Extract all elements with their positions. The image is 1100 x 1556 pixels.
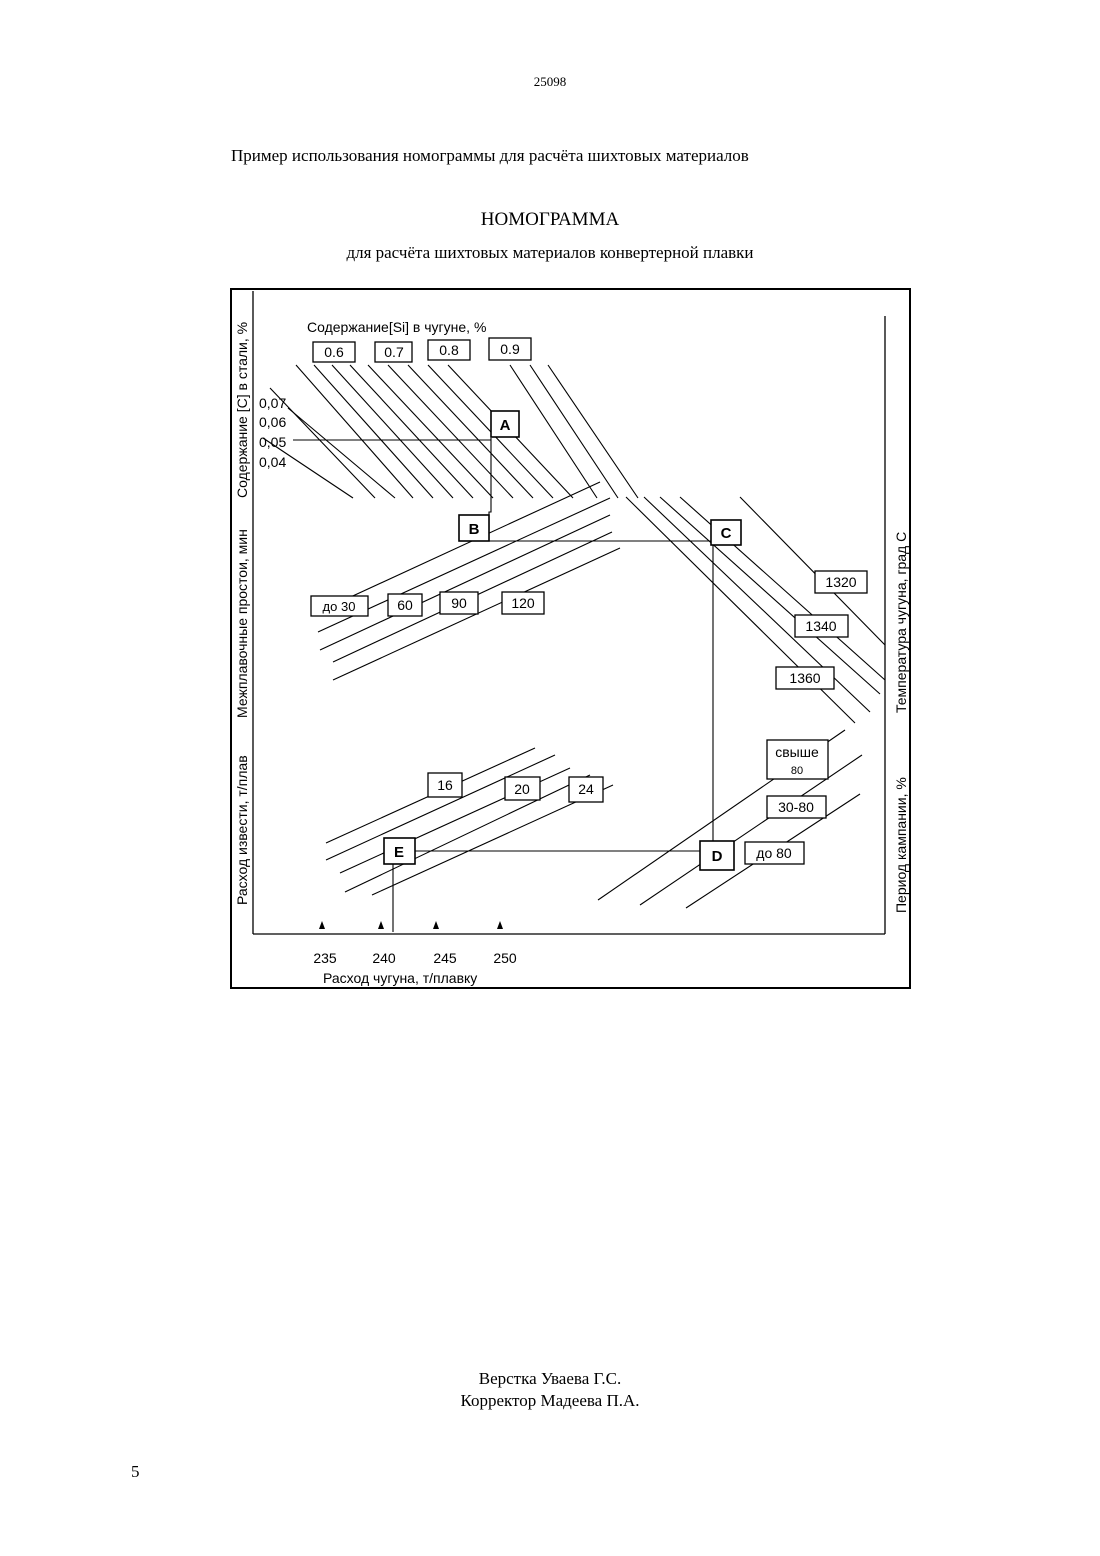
point-a: A <box>491 411 519 437</box>
solution-path <box>293 438 713 932</box>
point-b-label: B <box>469 521 480 538</box>
credit-proofreader: Корректор Мадеева П.А. <box>0 1391 1100 1411</box>
idle-lines <box>318 482 620 680</box>
carbon-axis-title: Содержание [С] в стали, % <box>234 322 250 498</box>
svg-text:24: 24 <box>578 781 594 797</box>
svg-text:20: 20 <box>514 781 530 797</box>
idle-label-30: до 30 <box>311 596 368 616</box>
si-title: Содержание[Si] в чугуне, % <box>307 319 486 335</box>
page-number: 5 <box>131 1462 140 1482</box>
lime-label-20: 20 <box>505 777 540 800</box>
carbon-tick-006: 0,06 <box>259 414 286 430</box>
svg-text:свыше: свыше <box>775 744 819 760</box>
lime-label-24: 24 <box>569 777 603 802</box>
svg-text:80: 80 <box>791 765 803 777</box>
si-label-06: 0.6 <box>313 342 355 362</box>
svg-text:1360: 1360 <box>789 670 820 686</box>
iron-tick-235: 235 <box>313 950 337 966</box>
svg-text:1320: 1320 <box>825 574 856 590</box>
svg-text:1340: 1340 <box>805 618 836 634</box>
point-b: B <box>459 515 489 541</box>
svg-text:120: 120 <box>511 595 535 611</box>
si-label-08: 0.8 <box>428 340 470 360</box>
carbon-tick-007: 0,07 <box>259 395 286 411</box>
point-d: D <box>700 841 734 870</box>
point-d-label: D <box>712 848 723 865</box>
svg-text:0.6: 0.6 <box>324 344 344 360</box>
campaign-label-upto-80: до 80 <box>745 842 804 864</box>
campaign-label-30-80: 30-80 <box>767 796 826 818</box>
svg-text:0.8: 0.8 <box>439 342 459 358</box>
campaign-axis-title: Период кампании, % <box>893 777 909 913</box>
svg-text:60: 60 <box>397 597 413 613</box>
svg-text:до 80: до 80 <box>756 845 792 861</box>
point-a-label: A <box>500 417 511 434</box>
lime-lines <box>326 748 613 895</box>
iron-tick-245: 245 <box>433 950 457 966</box>
si-lines <box>263 365 638 498</box>
svg-text:16: 16 <box>437 777 453 793</box>
temperature-label-1360: 1360 <box>776 667 834 689</box>
iron-tick-arrows <box>319 921 503 929</box>
point-c: C <box>711 520 741 545</box>
figure-frame <box>231 289 910 988</box>
idle-label-60: 60 <box>388 594 422 616</box>
svg-text:90: 90 <box>451 595 467 611</box>
temperature-label-1320: 1320 <box>815 571 867 593</box>
si-label-09: 0.9 <box>489 338 531 360</box>
temperature-lines <box>626 497 885 723</box>
temperature-axis-title: Температура чугуна, град С <box>893 532 909 713</box>
idle-label-90: 90 <box>440 592 478 614</box>
point-c-label: C <box>721 525 732 542</box>
idle-label-120: 120 <box>502 592 544 614</box>
svg-text:0.9: 0.9 <box>500 341 520 357</box>
credit-layout: Верстка Уваева Г.С. <box>0 1369 1100 1389</box>
iron-tick-250: 250 <box>493 950 517 966</box>
iron-tick-240: 240 <box>372 950 396 966</box>
point-e: E <box>384 838 415 864</box>
iron-axis-title: Расход чугуна, т/плавку <box>323 970 477 986</box>
campaign-label-over-80: свыше 80 <box>767 740 828 779</box>
carbon-tick-005: 0,05 <box>259 434 286 450</box>
svg-text:до 30: до 30 <box>323 599 356 614</box>
temperature-label-1340: 1340 <box>795 615 848 637</box>
si-label-07: 0.7 <box>375 342 412 362</box>
carbon-tick-004: 0,04 <box>259 454 286 470</box>
svg-text:0.7: 0.7 <box>384 344 404 360</box>
point-e-label: E <box>394 844 404 861</box>
svg-text:30-80: 30-80 <box>778 799 814 815</box>
lime-label-16: 16 <box>428 773 462 797</box>
lime-axis-title: Расход извести, т/плав <box>234 755 250 905</box>
idle-axis-title: Межплавочные простои, мин <box>234 529 250 718</box>
